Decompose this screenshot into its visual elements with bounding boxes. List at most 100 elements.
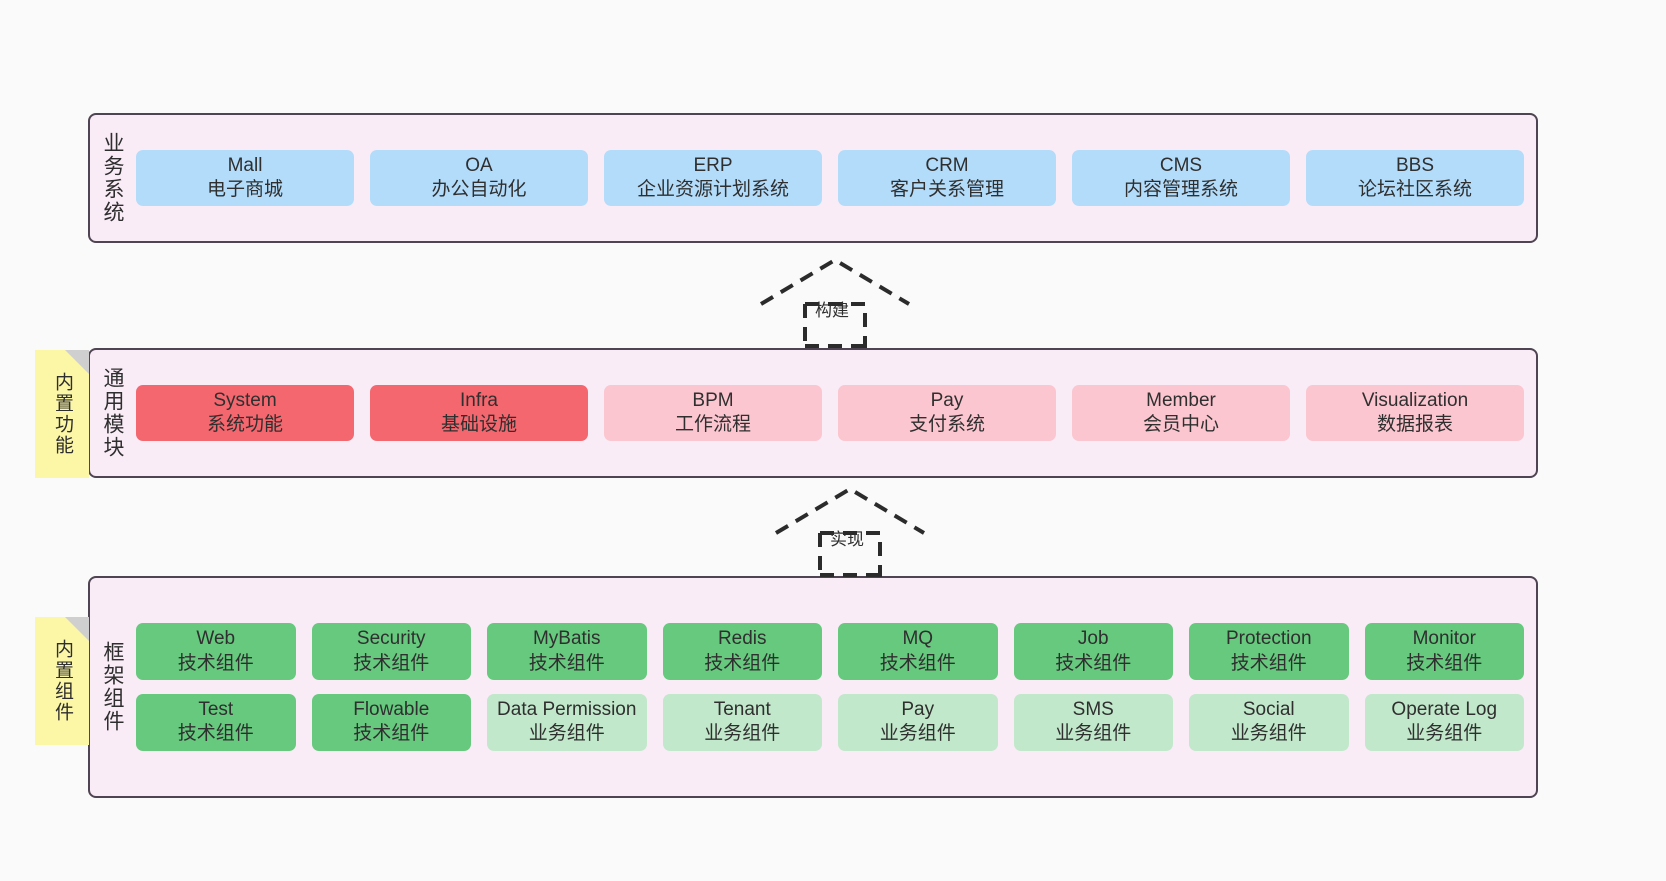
card-title: MyBatis [532, 628, 601, 650]
card-subtitle: 客户关系管理 [889, 179, 1004, 200]
note-fold-corner-icon [65, 350, 89, 374]
card-sms[interactable]: SMS 业务组件 [1013, 694, 1173, 751]
card-member[interactable]: Member 会员中心 [1072, 384, 1290, 442]
card-subtitle: 技术组件 [879, 652, 956, 674]
card-title: Protection [1225, 628, 1312, 650]
layer-body-framework-components: Web 技术组件 Security 技术组件 MyBatis 技术组件 Redi… [134, 578, 1536, 796]
card-infra[interactable]: Infra 基础设施 [370, 384, 588, 442]
layer-title-framework-components: 框架组件 [101, 641, 125, 733]
card-tenant[interactable]: Tenant 业务组件 [662, 694, 822, 751]
layer-framework-components: 框架组件 Web 技术组件 Security 技术组件 MyBatis 技术组件… [88, 576, 1538, 798]
card-title: Pay [930, 389, 964, 411]
sticky-note-text: 内置功能 [51, 372, 73, 456]
card-job[interactable]: Job 技术组件 [1013, 623, 1173, 680]
card-title: Member [1146, 389, 1216, 411]
layer-body-general-modules: System 系统功能 Infra 基础设施 BPM 工作流程 Pay 支付系统… [134, 350, 1536, 476]
card-title: Job [1077, 628, 1109, 650]
card-row: System 系统功能 Infra 基础设施 BPM 工作流程 Pay 支付系统… [136, 384, 1524, 442]
card-title: BBS [1395, 154, 1435, 176]
card-subtitle: 工作流程 [674, 414, 751, 435]
generalization-arrow-icon [759, 257, 911, 348]
card-row: Mall 电子商城 OA 办公自动化 ERP 企业资源计划系统 CRM 客户关系… [136, 149, 1524, 207]
card-monitor[interactable]: Monitor 技术组件 [1364, 623, 1524, 680]
card-title: Web [196, 628, 236, 650]
card-title: Infra [459, 389, 499, 411]
card-title: Security [356, 628, 426, 650]
card-title: ERP [693, 154, 733, 176]
card-protection[interactable]: Protection 技术组件 [1189, 623, 1349, 680]
card-subtitle: 办公自动化 [431, 179, 527, 200]
card-title: SMS [1072, 699, 1114, 720]
card-row: Web 技术组件 Security 技术组件 MyBatis 技术组件 Redi… [136, 623, 1524, 680]
card-subtitle: 技术组件 [353, 723, 430, 745]
card-subtitle: 业务组件 [1055, 723, 1132, 745]
card-title: Tenant [713, 699, 771, 720]
card-title: System [213, 389, 277, 411]
card-row: Test 技术组件 Flowable 技术组件 Data Permission … [136, 694, 1524, 751]
layer-body-business-system: Mall 电子商城 OA 办公自动化 ERP 企业资源计划系统 CRM 客户关系… [134, 115, 1536, 241]
card-mall[interactable]: Mall 电子商城 [136, 149, 354, 207]
card-title: OA [465, 154, 493, 176]
card-cms[interactable]: CMS 内容管理系统 [1072, 149, 1290, 207]
card-bbs[interactable]: BBS 论坛社区系统 [1306, 149, 1524, 207]
card-title: Operate Log [1391, 699, 1498, 720]
card-subtitle: 技术组件 [528, 652, 605, 674]
card-subtitle: 技术组件 [177, 723, 254, 745]
card-title: Flowable [353, 699, 430, 720]
card-operate-log[interactable]: Operate Log 业务组件 [1364, 694, 1524, 751]
card-title: Social [1242, 699, 1295, 720]
card-mq[interactable]: MQ 技术组件 [838, 623, 998, 680]
card-subtitle: 论坛社区系统 [1357, 179, 1472, 200]
card-social[interactable]: Social 业务组件 [1189, 694, 1349, 751]
connector-label-build: 构建 [815, 301, 849, 320]
layer-title-general-modules: 通用模块 [101, 367, 125, 459]
sticky-note-text: 内置组件 [51, 639, 73, 723]
layer-general-modules: 通用模块 System 系统功能 Infra 基础设施 BPM 工作流程 Pay… [88, 348, 1538, 478]
card-pay-component[interactable]: Pay 业务组件 [838, 694, 998, 751]
card-title: MQ [902, 628, 934, 650]
card-subtitle: 技术组件 [177, 652, 254, 674]
card-crm[interactable]: CRM 客户关系管理 [838, 149, 1056, 207]
card-mybatis[interactable]: MyBatis 技术组件 [487, 623, 647, 680]
card-security[interactable]: Security 技术组件 [311, 623, 471, 680]
card-title: Monitor [1412, 628, 1476, 650]
card-title: Visualization [1361, 389, 1469, 411]
card-visualization[interactable]: Visualization 数据报表 [1306, 384, 1524, 442]
connector-build: 构建 [745, 252, 925, 348]
card-title: Data Permission [497, 699, 637, 720]
card-oa[interactable]: OA 办公自动化 [370, 149, 588, 207]
card-subtitle: 技术组件 [1406, 652, 1483, 674]
card-subtitle: 系统功能 [206, 414, 283, 435]
card-subtitle: 业务组件 [1406, 723, 1483, 745]
card-subtitle: 数据报表 [1376, 414, 1453, 435]
card-title: Mall [227, 154, 263, 176]
card-test[interactable]: Test 技术组件 [136, 694, 296, 751]
card-redis[interactable]: Redis 技术组件 [662, 623, 822, 680]
card-subtitle: 技术组件 [1230, 652, 1307, 674]
card-web[interactable]: Web 技术组件 [136, 623, 296, 680]
card-bpm[interactable]: BPM 工作流程 [604, 384, 822, 442]
card-title: BPM [692, 389, 734, 411]
card-subtitle: 业务组件 [1230, 723, 1307, 745]
card-erp[interactable]: ERP 企业资源计划系统 [604, 149, 822, 207]
card-title: Redis [717, 628, 767, 650]
connector-implement: 实现 [760, 481, 940, 577]
card-subtitle: 电子商城 [206, 179, 283, 200]
card-subtitle: 技术组件 [704, 652, 781, 674]
sticky-note-builtin-features: 内置功能 [35, 350, 89, 478]
card-subtitle: 业务组件 [879, 723, 956, 745]
layer-business-system: 业务系统 Mall 电子商城 OA 办公自动化 ERP 企业资源计划系统 CRM… [88, 113, 1538, 243]
card-pay-module[interactable]: Pay 支付系统 [838, 384, 1056, 442]
card-subtitle: 内容管理系统 [1123, 179, 1238, 200]
card-subtitle: 业务组件 [704, 723, 781, 745]
card-subtitle: 会员中心 [1142, 414, 1219, 435]
card-title: CMS [1159, 154, 1203, 176]
card-subtitle: 技术组件 [1055, 652, 1132, 674]
card-flowable[interactable]: Flowable 技术组件 [311, 694, 471, 751]
card-system[interactable]: System 系统功能 [136, 384, 354, 442]
card-data-permission[interactable]: Data Permission 业务组件 [487, 694, 647, 751]
card-subtitle: 业务组件 [528, 723, 605, 745]
generalization-arrow-icon [774, 486, 926, 577]
note-fold-corner-icon [65, 617, 89, 641]
